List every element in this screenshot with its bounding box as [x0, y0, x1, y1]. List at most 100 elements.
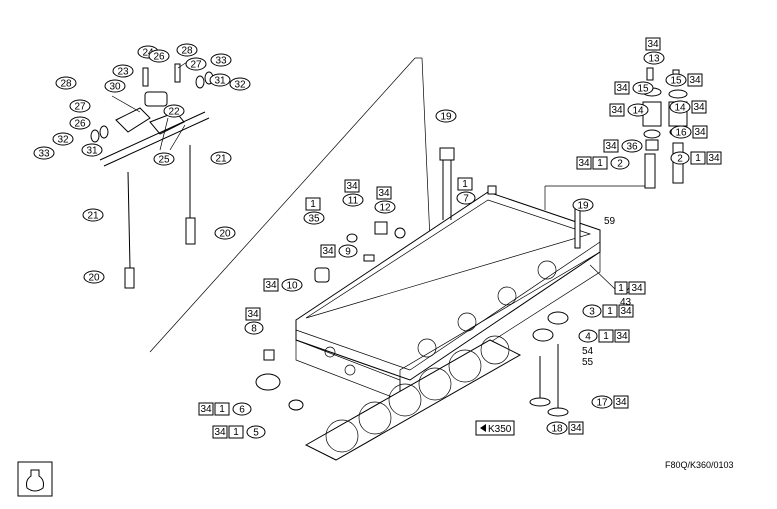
- gasket-bore: [388, 383, 422, 417]
- box-label: [628, 281, 646, 295]
- callout-box: [592, 156, 608, 170]
- callout-box: [344, 179, 360, 193]
- callout-number: 18: [551, 424, 563, 435]
- callout-circle: [55, 76, 77, 90]
- callout-number: 15: [670, 76, 682, 87]
- callout-number: 7: [463, 194, 469, 205]
- head-bolt-top: [439, 147, 455, 161]
- callout-box-text: 1: [603, 331, 609, 342]
- callout-circle: [69, 116, 91, 130]
- callout-box-text: 34: [265, 280, 277, 291]
- gasket-bore: [448, 349, 482, 383]
- part-number-59: 59: [604, 216, 616, 227]
- callout-number: 16: [675, 128, 687, 139]
- callout-box-text: 34: [693, 102, 705, 113]
- callout-circle: [83, 270, 105, 284]
- cylinder-head-edge: [409, 241, 601, 371]
- callout-box: [598, 329, 614, 343]
- cap: [314, 267, 330, 283]
- callout-circle: [374, 200, 396, 214]
- callout-box: [228, 425, 244, 439]
- cylinder-head-edge: [305, 199, 592, 319]
- callout-circle: [244, 321, 264, 335]
- callout-box: [690, 151, 706, 165]
- callout-number: 21: [87, 211, 99, 222]
- plug: [487, 185, 497, 195]
- callout-box-text: 34: [694, 127, 706, 138]
- leader-line: [169, 124, 186, 151]
- callout-box: [613, 395, 629, 409]
- box-label: [614, 281, 628, 295]
- callout-box: [692, 125, 708, 139]
- callout-circle: [670, 125, 692, 139]
- callout-circle: [112, 64, 134, 78]
- callout-circle: [582, 304, 602, 318]
- figure-code: F80Q/K360/0103: [665, 460, 734, 470]
- port: [417, 338, 437, 358]
- callout-box-text: 34: [708, 153, 720, 164]
- callout-box: [687, 73, 703, 87]
- plug: [346, 233, 358, 243]
- callout-box-text: 34: [616, 331, 628, 342]
- callout-number: 3: [589, 307, 595, 318]
- seal-ring: [255, 373, 281, 391]
- callout-box-text: 34: [689, 75, 701, 86]
- head-gasket: [304, 335, 522, 461]
- callout-number: 9: [345, 247, 351, 258]
- callout-box-text: 34: [322, 246, 334, 257]
- callout-circle: [303, 211, 325, 225]
- callout-number: 28: [181, 46, 193, 57]
- callout-box-text: 34: [570, 423, 582, 434]
- callout-circle: [610, 156, 630, 170]
- callout-box: [691, 100, 707, 114]
- callout-box: [706, 151, 722, 165]
- gasket-bore: [418, 367, 452, 401]
- callout-circle: [578, 329, 598, 343]
- callout-circle: [665, 73, 687, 87]
- callout-number: 11: [348, 196, 359, 207]
- callout-box: [576, 156, 592, 170]
- callout-box-text: 1: [219, 404, 225, 415]
- leader-line: [111, 95, 141, 113]
- callout-box-text: 34: [605, 141, 617, 152]
- callout-circle: [627, 103, 649, 117]
- valve-head: [529, 397, 551, 407]
- callout-number: 33: [38, 149, 50, 160]
- cylinder-head-body: [295, 191, 601, 381]
- rocker-arm-assembly: [90, 59, 214, 167]
- callout-circle: [632, 81, 654, 95]
- part-number-55: 55: [582, 357, 594, 368]
- callout-box: [212, 425, 228, 439]
- callout-box-text: 1: [597, 158, 603, 169]
- callout-number: 2: [677, 154, 683, 165]
- callout-number: 28: [60, 79, 72, 90]
- callout-number: 10: [286, 281, 298, 292]
- part-number-43: 43: [620, 297, 632, 308]
- callout-number: 6: [239, 405, 245, 416]
- callout-number: 20: [88, 273, 100, 284]
- callout-circle: [153, 152, 175, 166]
- plug: [288, 399, 304, 411]
- washer: [99, 125, 109, 139]
- callout-box-text: 1: [695, 153, 701, 164]
- washer: [90, 129, 100, 143]
- spring-retainer: [668, 89, 688, 99]
- callout-number: 25: [158, 155, 170, 166]
- washer: [195, 75, 205, 89]
- gasket-bore: [325, 419, 359, 453]
- callout-number: 27: [74, 102, 86, 113]
- callout-number: 27: [190, 60, 202, 71]
- gasket-bore: [480, 335, 510, 365]
- port: [457, 312, 477, 332]
- callout-number: 30: [109, 82, 121, 93]
- valve-seal: [645, 139, 659, 151]
- callout-box-text: 34: [214, 427, 226, 438]
- callout-number: 17: [596, 398, 608, 409]
- callout-circle: [214, 226, 236, 240]
- leader-line: [149, 57, 416, 353]
- callout-number: 31: [214, 76, 226, 87]
- callout-box: [305, 197, 321, 211]
- rocker-screw: [142, 67, 149, 87]
